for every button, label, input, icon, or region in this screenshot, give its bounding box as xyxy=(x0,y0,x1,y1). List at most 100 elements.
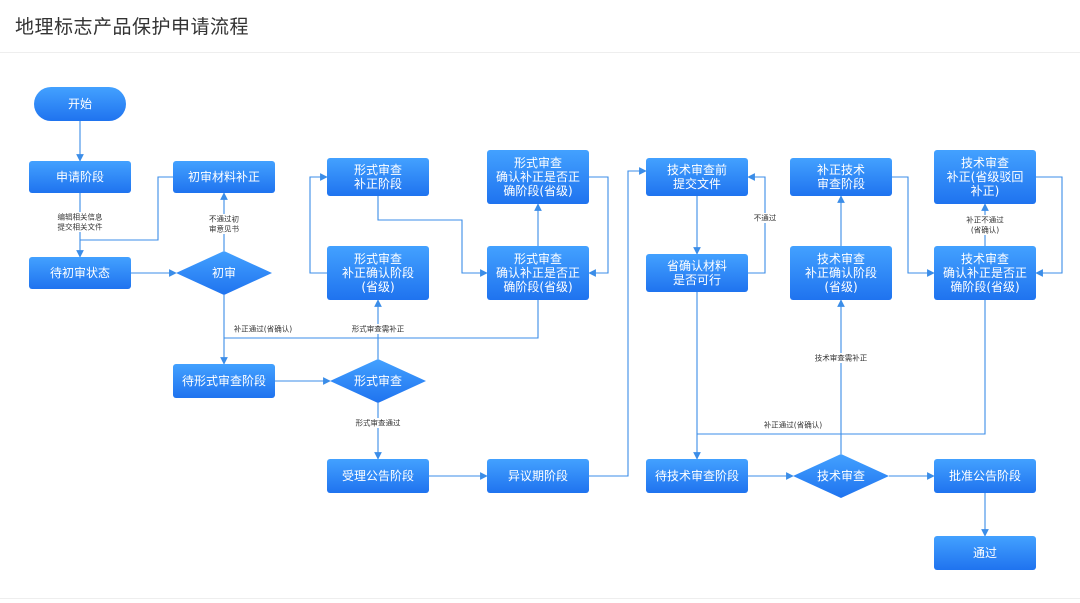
node-label: 形式审查 xyxy=(354,373,402,388)
node-label: 技术审查 xyxy=(817,251,865,266)
node-accept-announce: 受理公告阶段 xyxy=(327,459,429,493)
node-shape xyxy=(646,459,748,493)
node-label: 异议期阶段 xyxy=(508,468,568,483)
title-divider xyxy=(0,52,1080,53)
node-label: 初审 xyxy=(212,265,236,280)
node-label: 确阶段(省级) xyxy=(503,279,572,294)
node-shape xyxy=(487,246,589,300)
node-label: 技术审查 xyxy=(961,155,1009,170)
node-label: 技术审查前 xyxy=(667,162,727,177)
node-shape xyxy=(646,158,748,196)
node-label: 开始 xyxy=(68,97,92,111)
node-initial-review: 初审 xyxy=(176,251,272,295)
node-label: 补正技术 xyxy=(817,163,865,177)
node-formal-review: 形式审查 xyxy=(330,359,426,403)
node-label: 申请阶段 xyxy=(56,169,104,184)
node-label: 技术审查 xyxy=(817,468,865,483)
edge-label-bg xyxy=(206,214,242,224)
node-label: 形式审查 xyxy=(354,162,402,177)
node-label: 确认补正是否正 xyxy=(496,170,580,184)
node-shape xyxy=(790,158,892,196)
edge-label-supp-not-pass: 补正不通过 xyxy=(966,215,1004,225)
node-shape xyxy=(646,254,748,292)
node-shape xyxy=(29,161,131,193)
node-shape xyxy=(327,158,429,196)
node-tech-review: 技术审查 xyxy=(793,454,889,498)
node-label: 待初审状态 xyxy=(50,265,110,280)
node-label: 批准公告阶段 xyxy=(949,468,1021,483)
edge-label-bg xyxy=(963,215,1007,225)
node-wait-initial: 待初审状态 xyxy=(29,257,131,289)
node-label: 省确认材料 xyxy=(667,259,727,273)
edge-label-edit-info: 提交相关文件 xyxy=(58,222,103,232)
edge-label-initial-fail: 不通过初 xyxy=(209,214,239,224)
edge-label-formal-need-supp: 形式审查需补正 xyxy=(352,324,405,334)
node-label: (省级) xyxy=(824,280,857,294)
node-label: 待形式审查阶段 xyxy=(182,373,266,388)
node-label: 补正(省级驳回 xyxy=(947,170,1024,184)
node-label: 确阶段(省级) xyxy=(950,279,1019,294)
node-shape xyxy=(934,246,1036,300)
node-wait-formal: 待形式审查阶段 xyxy=(173,364,275,398)
edge-label-bg xyxy=(206,224,242,234)
edge-label-supp-pass-province: 补正通过(省确认) xyxy=(234,324,292,334)
node-shape xyxy=(327,459,429,493)
edge-label-edit-info: 编辑相关信息 xyxy=(58,212,103,222)
node-label: 确阶段(省级) xyxy=(503,183,572,198)
node-shape xyxy=(173,161,275,193)
node-label: 受理公告阶段 xyxy=(342,468,414,483)
node-label: 补正) xyxy=(971,184,1000,198)
node-label: 补正确认阶段 xyxy=(805,265,877,280)
edge-confirm-supp xyxy=(309,173,328,274)
edge-label-bg xyxy=(225,324,301,334)
node-label: 审查阶段 xyxy=(817,176,865,191)
node-objection: 异议期阶段 xyxy=(487,459,589,493)
edge-province-fail xyxy=(747,173,766,274)
node-label: 技术审查 xyxy=(961,251,1009,266)
edge-label-bg xyxy=(348,324,408,334)
bottom-divider xyxy=(0,598,1080,599)
edge-label-supp-not-pass: (省确认) xyxy=(971,225,999,235)
node-label: 通过 xyxy=(973,546,997,560)
edge-label-bg xyxy=(54,212,106,222)
node-shape xyxy=(793,454,889,498)
edge-label-bg xyxy=(755,420,831,430)
node-shape xyxy=(487,150,589,204)
node-label: 初审材料补正 xyxy=(188,169,260,184)
node-label: 形式审查 xyxy=(514,251,562,266)
edge-label-bg xyxy=(54,222,106,232)
node-label: (省级) xyxy=(361,280,394,294)
edge-label-bg xyxy=(963,225,1007,235)
node-shape xyxy=(327,246,429,300)
node-shape xyxy=(176,251,272,295)
node-shape xyxy=(790,246,892,300)
node-label: 补正阶段 xyxy=(354,176,402,191)
node-shape xyxy=(487,459,589,493)
edge-label-not-pass: 不通过 xyxy=(754,213,777,223)
node-label: 待技术审查阶段 xyxy=(655,468,739,483)
node-label: 是否可行 xyxy=(673,273,721,287)
edge-verify-top-back xyxy=(588,176,609,277)
node-shape xyxy=(173,364,275,398)
node-apply: 申请阶段 xyxy=(29,161,131,193)
node-wait-tech: 待技术审查阶段 xyxy=(646,459,748,493)
node-approve-announce: 批准公告阶段 xyxy=(934,459,1036,493)
node-start: 开始 xyxy=(34,87,126,121)
edge-label-tech-supp-pass: 补正通过(省确认) xyxy=(764,420,822,430)
node-initial-supplement: 初审材料补正 xyxy=(173,161,275,193)
page-title: 地理标志产品保护申请流程 xyxy=(15,16,250,38)
node-label: 补正确认阶段 xyxy=(342,265,414,280)
node-shape xyxy=(330,359,426,403)
node-shape xyxy=(34,87,126,121)
edge-label-bg xyxy=(811,353,871,363)
